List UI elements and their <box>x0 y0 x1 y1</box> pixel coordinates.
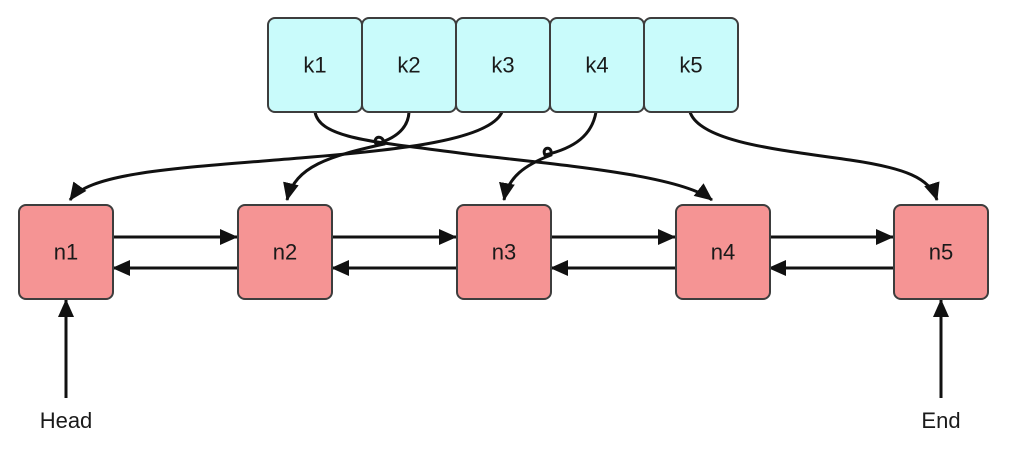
edge-k2-n2 <box>283 111 411 201</box>
key-k1: k1 <box>267 17 363 113</box>
node-box <box>893 204 989 300</box>
edge-k4-n3 <box>499 111 598 201</box>
node-box <box>18 204 114 300</box>
key-to-node-edges <box>68 111 940 202</box>
node-label: n1 <box>54 240 78 265</box>
node-n3: n3 <box>456 204 552 300</box>
edge-k1-n4 <box>313 111 713 202</box>
node-box <box>237 204 333 300</box>
key-array: k1 k2 k3 k4 k5 <box>267 17 739 113</box>
key-k3: k3 <box>455 17 551 113</box>
node-box <box>675 204 771 300</box>
head-pointer: Head <box>40 299 93 433</box>
list-links <box>112 229 894 276</box>
key-label: k1 <box>303 53 326 78</box>
node-n1: n1 <box>18 204 114 300</box>
head-label: Head <box>40 408 93 433</box>
node-label: n4 <box>711 240 735 265</box>
key-k4: k4 <box>549 17 645 113</box>
key-box <box>643 17 739 113</box>
node-n5: n5 <box>893 204 989 300</box>
node-label: n2 <box>273 240 297 265</box>
node-list: n1 n2 n3 n4 n5 <box>18 204 989 300</box>
node-n4: n4 <box>675 204 771 300</box>
node-box <box>456 204 552 300</box>
end-pointer: End <box>921 299 961 433</box>
edge-k5-n5 <box>688 111 940 201</box>
key-label: k4 <box>585 53 608 78</box>
node-label: n3 <box>492 240 516 265</box>
key-label: k2 <box>397 53 420 78</box>
edge-k3-n1 <box>68 111 504 201</box>
end-label: End <box>921 408 960 433</box>
node-n2: n2 <box>237 204 333 300</box>
node-label: n5 <box>929 240 953 265</box>
key-k5: k5 <box>643 17 739 113</box>
key-label: k3 <box>491 53 514 78</box>
key-k2: k2 <box>361 17 457 113</box>
key-label: k5 <box>679 53 702 78</box>
